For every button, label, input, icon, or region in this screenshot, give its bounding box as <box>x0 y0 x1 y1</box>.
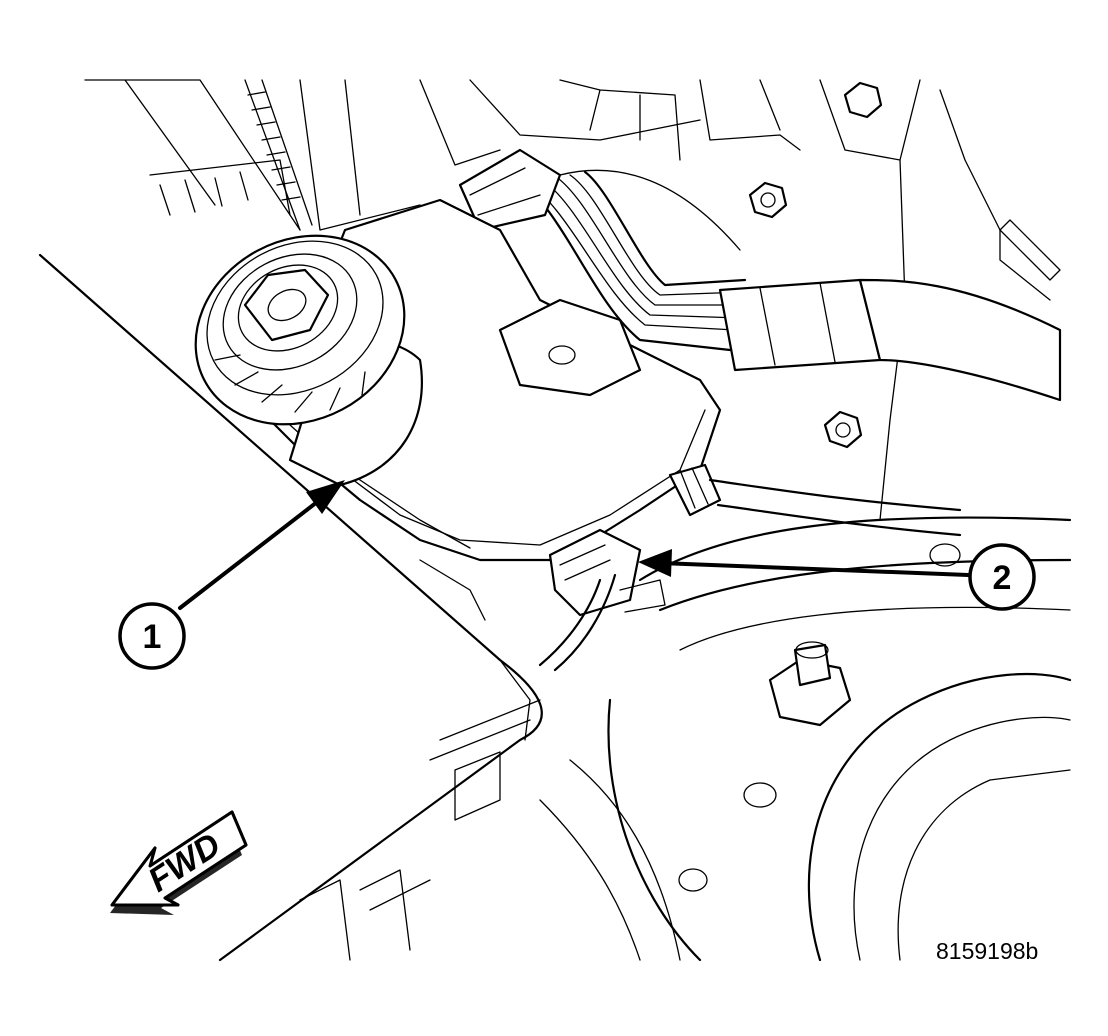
callout-1-circle <box>118 602 186 670</box>
ribbed-hose <box>244 79 313 231</box>
callout-1: 1 <box>118 480 345 670</box>
bolt-upper <box>748 181 788 219</box>
bolt-middle <box>823 410 863 449</box>
power-distribution-box <box>38 253 543 962</box>
callout-2-label: 2 <box>993 559 1012 597</box>
fluid-level-sensor-connector <box>538 528 666 672</box>
background-structure <box>84 79 1061 521</box>
brake-hose <box>668 463 962 537</box>
callout-1-label: 1 <box>143 618 162 656</box>
callout-2-circle <box>968 543 1036 611</box>
wiring-harness <box>458 148 1062 402</box>
fwd-direction-arrow: FWD <box>110 810 248 915</box>
reservoir-cap <box>194 234 406 426</box>
callout-2: 2 <box>638 543 1036 611</box>
figure-id: 8159198b <box>936 938 1039 964</box>
bolt-top-right <box>843 81 883 119</box>
